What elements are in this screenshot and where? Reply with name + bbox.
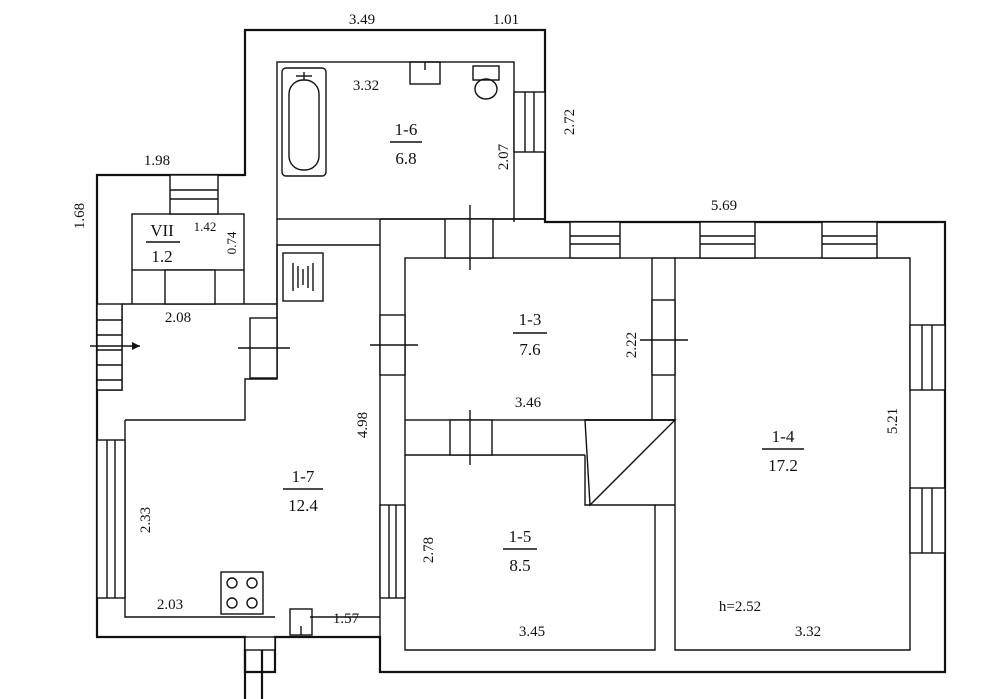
windows bbox=[96, 91, 946, 599]
room-area: 1.2 bbox=[151, 247, 172, 266]
room-1-4: 1-4 17.2 bbox=[762, 427, 804, 475]
room-id: VII bbox=[150, 221, 174, 240]
dim-left-side: 1.68 bbox=[72, 203, 88, 229]
room-1-6: 1-6 6.8 bbox=[390, 120, 422, 168]
room-area: 7.6 bbox=[519, 340, 540, 359]
dim-r14-height: 5.21 bbox=[885, 408, 901, 434]
dim-vii-width: 1.42 bbox=[194, 219, 217, 234]
ceiling-height: h=2.52 bbox=[719, 599, 761, 615]
room-area: 6.8 bbox=[395, 149, 416, 168]
room-id: 1-5 bbox=[509, 527, 532, 546]
room-id: 1-4 bbox=[772, 427, 795, 446]
dim-r17-bottom-left: 2.03 bbox=[157, 597, 183, 613]
room-id: 1-7 bbox=[292, 467, 315, 486]
dim-r13-height: 2.22 bbox=[624, 332, 640, 358]
dim-r17-height: 4.98 bbox=[355, 412, 371, 438]
room-area: 8.5 bbox=[509, 556, 530, 575]
boiler-icon bbox=[282, 252, 324, 302]
dim-big-top: 5.69 bbox=[711, 198, 737, 214]
room-1-7: 1-7 12.4 bbox=[283, 467, 323, 515]
room-id: 1-6 bbox=[395, 120, 418, 139]
dim-r17-left: 2.33 bbox=[138, 507, 154, 533]
sink-icon bbox=[409, 61, 441, 85]
dim-left-top: 1.98 bbox=[144, 153, 170, 169]
room-1-5: 1-5 8.5 bbox=[503, 527, 537, 575]
dim-vestibule: 2.08 bbox=[165, 310, 191, 326]
room-area: 12.4 bbox=[288, 496, 318, 515]
dim-bath-side-right: 2.72 bbox=[562, 109, 578, 135]
room-id: 1-3 bbox=[519, 310, 542, 329]
room-VII: VII 1.2 bbox=[146, 221, 180, 266]
stove-icon bbox=[220, 571, 264, 615]
dim-r14-bottom: 3.32 bbox=[795, 624, 821, 640]
kitchen-sink-icon bbox=[289, 608, 313, 636]
fixtures bbox=[220, 61, 500, 636]
dim-top-left: 3.49 bbox=[349, 12, 375, 28]
dim-r13-width: 3.46 bbox=[515, 395, 542, 411]
dim-bath-side-inner: 2.07 bbox=[496, 143, 512, 170]
dim-r17-bottom-right: 1.57 bbox=[333, 611, 360, 627]
room-labels: 1-6 6.8 VII 1.2 1-3 7.6 1-4 17.2 1-7 12.… bbox=[146, 120, 804, 575]
doors bbox=[90, 205, 688, 651]
dim-top-right: 1.01 bbox=[493, 12, 519, 28]
dim-r15-bottom: 3.45 bbox=[519, 624, 545, 640]
toilet-icon bbox=[472, 65, 500, 100]
dim-bath-inner: 3.32 bbox=[353, 78, 379, 94]
room-area: 17.2 bbox=[768, 456, 798, 475]
room-1-3: 1-3 7.6 bbox=[513, 310, 547, 359]
dimension-labels: 3.49 1.01 3.32 2.72 2.07 1.98 1.68 1.42 … bbox=[72, 12, 901, 640]
dim-vii-height: 0.74 bbox=[224, 231, 239, 254]
dim-r15-height: 2.78 bbox=[421, 537, 437, 563]
bathtub-icon bbox=[281, 67, 327, 177]
